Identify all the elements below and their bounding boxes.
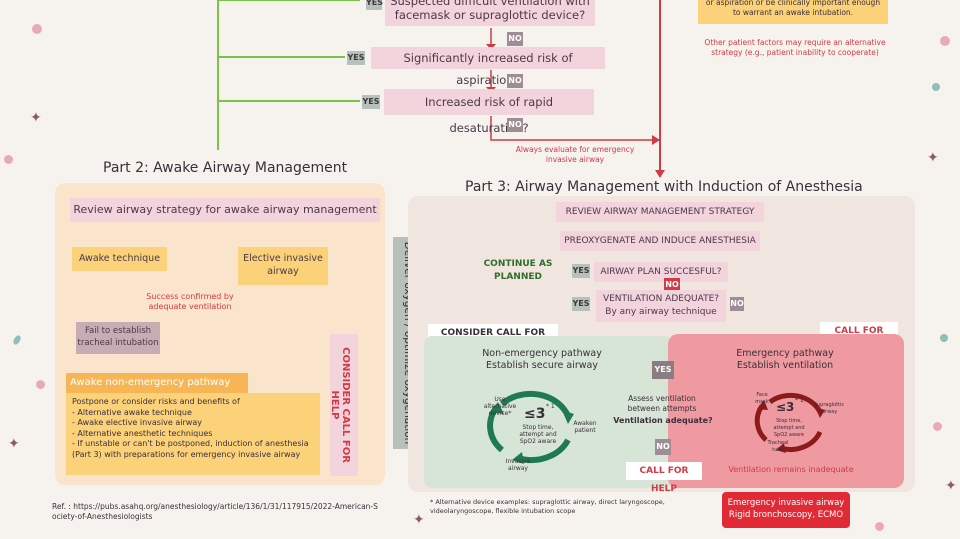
question-difficult-ventilation-text: Suspected difficult ventilation with fac… <box>390 0 590 22</box>
emergency-count-sup: * 1 <box>795 397 804 404</box>
continue-as-planned: CONTINUE AS PLANNED <box>483 259 553 282</box>
footnote: * Alternative device examples: supraglot… <box>430 498 665 515</box>
no-tag: NO <box>507 32 523 46</box>
yes-tag: YES <box>572 297 590 311</box>
yes-tag: YES <box>652 361 674 379</box>
part2-review-box: Review airway strategy for awake airway … <box>70 198 380 222</box>
part2-title: Part 2: Awake Airway Management <box>103 160 348 176</box>
call-for-help-bottom: CALL FOR HELP <box>626 462 702 494</box>
part3-review-box: REVIEW AIRWAY MANAGEMENT STRATEGY <box>556 202 764 222</box>
emergency-title: Emergency pathway Establish ventilation <box>736 348 834 371</box>
question-difficult-ventilation: Suspected difficult ventilation with fac… <box>385 0 595 26</box>
nonemerg-stop-label: Stop time, attempt and SpO2 aware <box>519 424 557 445</box>
no-tag: NO <box>655 439 671 455</box>
emerg-stop-label: Stop time, attempt and SpO2 aware <box>773 418 805 438</box>
ventilation-adequate-question: Ventilation adequate? <box>613 416 713 425</box>
yes-tag: YES <box>572 264 590 278</box>
star-icon: ✦ <box>413 512 425 528</box>
leaf-icon <box>940 334 948 342</box>
star-icon: ✦ <box>30 110 42 126</box>
emergency-count: ≤3 <box>776 400 795 414</box>
no-tag: NO <box>507 74 523 88</box>
right-info-box: or aspiration or be clinically important… <box>698 0 888 24</box>
flower-icon <box>36 380 45 389</box>
face-mask-label: Face mask <box>755 392 769 405</box>
ventilation-inadequate: Ventilation remains inadequate <box>728 465 854 474</box>
part2-consider-call-box <box>330 334 358 476</box>
flower-icon <box>940 36 950 46</box>
tracheal-tube-label: Tracheal tube <box>767 440 789 453</box>
reference-text: Ref. : https://pubs.asahq.org/anesthesio… <box>52 502 378 521</box>
ventilation-adequate-box: VENTILATION ADEQUATE? By any airway tech… <box>596 290 726 322</box>
fail-box: Fail to establish tracheal intubation <box>76 322 160 354</box>
awake-nonemergency-title: Awake non-emergency pathway <box>66 373 248 393</box>
nonemergency-title: Non-emergency pathway Establish secure a… <box>482 348 602 371</box>
supraglottic-label: Supraglottic airway <box>813 402 845 415</box>
other-factors-note: Other patient factors may require an alt… <box>704 38 886 57</box>
question-aspiration: Significantly increased risk of aspirati… <box>371 47 605 87</box>
awaken-label: Awaken patient <box>573 420 597 434</box>
star-icon: ✦ <box>927 150 939 166</box>
emergency-panel <box>668 334 904 488</box>
yes-tag: YES <box>362 95 380 109</box>
airway-plan-box: AIRWAY PLAN SUCCESFUL? <box>594 262 728 282</box>
invasive-airway-label: Invasive airway <box>505 458 531 472</box>
assess-ventilation-text: Assess ventilation between attempts <box>627 394 697 413</box>
flower-icon <box>875 522 884 531</box>
flower-icon <box>32 24 42 34</box>
part3-title: Part 3: Airway Management with Induction… <box>465 179 863 195</box>
nonemergency-cycle <box>487 390 574 464</box>
nonemergency-count: ≤3 <box>524 406 546 422</box>
awake-nonemergency-body: Postpone or consider risks and benefits … <box>66 393 320 475</box>
emergency-cycle <box>754 392 825 453</box>
no-tag: NO <box>664 278 680 292</box>
alt-device-label: Use alternative device* <box>483 396 517 417</box>
preoxygenate-box: PREOXYGENATE AND INDUCE ANESTHESIA <box>560 231 760 251</box>
nonemergency-count-sup: * 1 <box>546 403 555 410</box>
yes-tag: YES <box>366 0 383 10</box>
flower-icon <box>4 155 13 164</box>
flower-icon <box>933 422 942 431</box>
yes-tag: YES <box>347 51 365 65</box>
no-tag: NO <box>507 118 523 132</box>
star-icon: ✦ <box>945 478 957 494</box>
awake-technique-box: Awake technique <box>72 247 167 271</box>
emergency-invasive-box: Emergency invasive airway Rigid bronchos… <box>722 492 850 528</box>
always-evaluate-note: Always evaluate for emergency invasive a… <box>515 145 635 164</box>
no-tag: NO <box>730 297 744 311</box>
question-desaturation: Increased risk of rapid desaturation? <box>384 89 594 135</box>
elective-invasive-box: Elective invasive airway <box>238 247 328 285</box>
part2-consider-call-text: CONSIDER CALL FOR HELP <box>329 347 351 463</box>
success-note: Success confirmed by adequate ventilatio… <box>146 292 234 311</box>
leaf-icon <box>932 83 940 91</box>
star-icon: ✦ <box>8 436 20 452</box>
right-info-text: or aspiration or be clinically important… <box>705 0 881 17</box>
